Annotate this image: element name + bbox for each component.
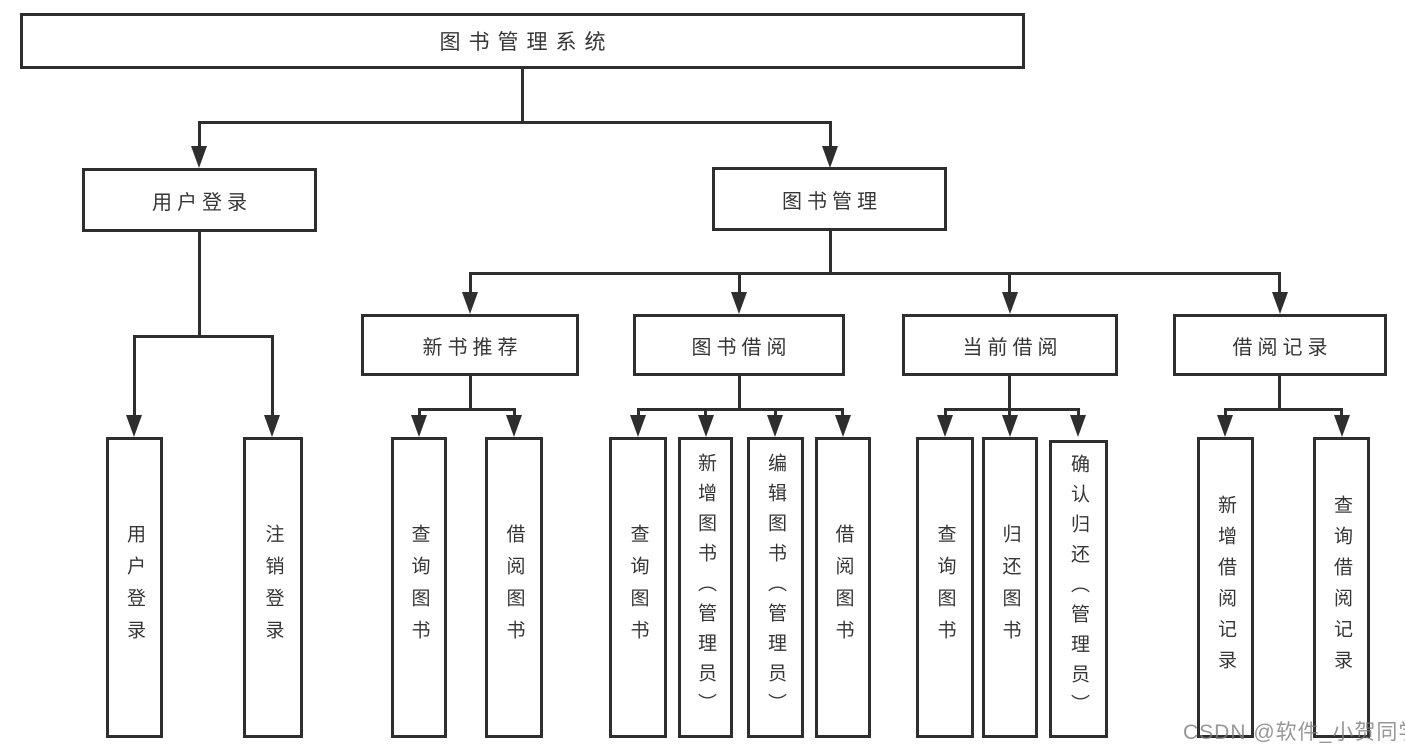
leaf-borrow-query-books: 查询图书 [609,437,667,738]
leaf-logout: 注销登录 [243,437,303,738]
leaf-current-return-books: 归还图书 [982,437,1038,738]
connector-user-login-rail [133,335,274,338]
arrow-down-icon [411,415,427,437]
connector-drop-leaf [704,408,707,420]
node-book-management-label: 图书管理 [782,190,882,213]
leaf-borrow-borrow-books: 借阅图书 [815,437,871,738]
connector-drop-leaf [1008,408,1011,420]
connector-drop-leaf [1077,408,1080,420]
arrow-down-icon [1002,415,1018,437]
node-current-borrowing: 当前借阅 [902,314,1118,376]
node-borrowing-records-label: 借阅记录 [1232,336,1333,359]
arrow-down-icon [767,415,783,437]
arrow-down-icon [1002,292,1018,314]
leaf-borrow-borrow-books-label: 借阅图书 [832,523,854,652]
connector-module-stem [738,376,741,411]
watermark: CSDN @软件_小贺同学 [1183,721,1405,744]
node-library-system: 图书管理系统 [20,13,1025,69]
connector-drop-leaf [513,408,516,420]
arrow-down-icon [191,146,207,168]
connector-group-rail [1224,408,1343,411]
arrow-down-icon [1070,415,1086,437]
node-user-login-label: 用户登录 [152,191,252,214]
arrow-down-icon [698,415,714,437]
connector-level3-rail [469,272,1281,275]
connector-drop-user-login [198,121,201,149]
arrow-down-icon [1217,415,1233,437]
leaf-records-query-record-label: 查询借阅记录 [1331,494,1352,681]
connector-drop-leaf [133,335,136,420]
node-new-book-recommendation-label: 新书推荐 [422,336,523,359]
arrow-down-icon [506,415,522,437]
leaf-user-login-label: 用户登录 [124,523,145,652]
connector-drop-leaf [418,408,421,420]
connector-module-stem [469,376,472,411]
connector-group-rail [637,408,844,411]
arrow-down-icon [822,146,838,168]
connector-group-rail [944,408,1080,411]
connector-drop-module [469,272,472,294]
node-book-borrowing: 图书借阅 [633,314,845,376]
leaf-current-confirm-return-admin-label: 确认归还（管理员） [1068,454,1089,724]
leaf-borrow-add-books-admin: 新增图书（管理员） [678,437,733,738]
node-user-login: 用户登录 [82,168,317,232]
leaf-borrow-edit-books-admin-label: 编辑图书（管理员） [765,452,786,723]
leaf-logout-label: 注销登录 [262,523,284,652]
node-new-book-recommendation: 新书推荐 [361,314,579,376]
leaf-current-return-books-label: 归还图书 [999,523,1021,652]
arrow-down-icon [126,415,142,437]
leaf-records-query-record: 查询借阅记录 [1313,437,1370,738]
leaf-recommend-borrow-books: 借阅图书 [485,437,543,738]
connector-drop-leaf [944,408,947,420]
connector-drop-book-management [829,121,832,149]
leaf-current-query-books-label: 查询图书 [934,523,956,652]
connector-level2-rail [198,121,832,124]
arrow-down-icon [937,415,953,437]
connector-module-stem [1278,376,1281,411]
connector-root-stem [521,69,524,123]
arrow-down-icon [1272,292,1288,314]
connector-drop-leaf [1340,408,1343,420]
leaf-recommend-borrow-books-label: 借阅图书 [503,523,525,652]
leaf-borrow-add-books-admin-label: 新增图书（管理员） [695,452,716,723]
connector-module-stem [1008,376,1011,411]
leaf-current-query-books: 查询图书 [916,437,974,738]
connector-drop-leaf [841,408,844,420]
connector-drop-leaf [1224,408,1227,420]
connector-drop-leaf [637,408,640,420]
connector-drop-module [1008,272,1011,294]
leaf-borrow-query-books-label: 查询图书 [627,523,649,652]
connector-user-login-stem [198,232,201,338]
leaf-records-add-record: 新增借阅记录 [1197,437,1254,738]
connector-group-rail [418,408,515,411]
arrow-down-icon [1334,415,1350,437]
leaf-recommend-query-books-label: 查询图书 [408,523,430,652]
arrow-down-icon [264,415,280,437]
arrow-down-icon [630,415,646,437]
leaf-records-add-record-label: 新增借阅记录 [1215,494,1236,681]
leaf-user-login: 用户登录 [106,437,163,738]
node-borrowing-records: 借阅记录 [1173,314,1387,376]
connector-drop-leaf [774,408,777,420]
arrow-down-icon [462,292,478,314]
arrow-down-icon [731,292,747,314]
connector-drop-module [738,272,741,294]
node-current-borrowing-label: 当前借阅 [962,336,1063,359]
node-library-system-label: 图书管理系统 [439,31,614,54]
connector-drop-leaf [271,335,274,420]
leaf-borrow-edit-books-admin: 编辑图书（管理员） [747,437,804,738]
leaf-recommend-query-books: 查询图书 [391,437,447,738]
arrow-down-icon [835,415,851,437]
node-book-management: 图书管理 [712,167,947,231]
node-book-borrowing-label: 图书借阅 [691,336,792,359]
connector-book-management-stem [829,231,832,275]
leaf-current-confirm-return-admin: 确认归还（管理员） [1049,440,1108,738]
connector-drop-module [1278,272,1281,294]
